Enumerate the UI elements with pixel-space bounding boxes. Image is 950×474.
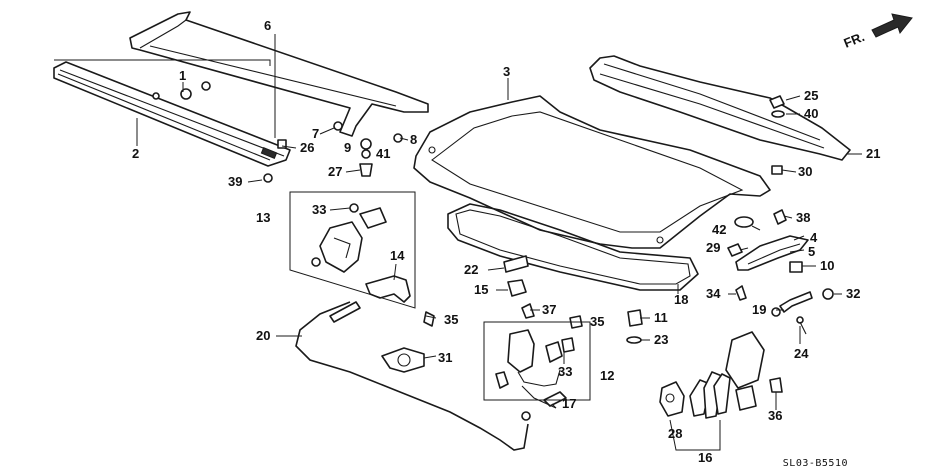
washer-40-icon [771, 110, 785, 118]
washer-23-icon [626, 336, 642, 344]
rear-spoiler [129, 11, 429, 137]
bracket-22-icon [503, 255, 529, 273]
callout-35: 35 [444, 312, 458, 327]
callout-14: 14 [390, 248, 405, 263]
callout-3: 3 [503, 64, 510, 79]
spoiler-base-strip [53, 61, 291, 167]
callout-40: 40 [804, 106, 818, 121]
rear-panel-garnish [589, 55, 851, 161]
callout-35b: 35 [590, 314, 604, 329]
callout-37: 37 [542, 302, 556, 317]
callout-24: 24 [794, 346, 809, 361]
trunk-weatherstrip [447, 203, 699, 291]
trunk-latch-assembly [311, 207, 387, 273]
callout-34: 34 [706, 286, 721, 301]
latch-bracket [365, 275, 411, 303]
diagram-code: SL03-B5510 [783, 458, 848, 469]
clip-7-icon [333, 121, 343, 131]
bracket-15-icon [507, 279, 527, 297]
clip-25-icon [769, 95, 785, 109]
callout-labels: 1 2 3 4 5 6 7 8 9 10 11 12 13 14 15 16 1… [132, 18, 880, 465]
trunk-hinge [735, 235, 809, 271]
lock-actuator-assembly [495, 329, 575, 407]
callout-1: 1 [179, 68, 186, 83]
nut-35-icon [423, 311, 435, 327]
bolt-36-icon [769, 377, 783, 393]
callout-19: 19 [752, 302, 766, 317]
callout-5: 5 [808, 244, 815, 259]
callout-20: 20 [256, 328, 270, 343]
callout-31: 31 [438, 350, 452, 365]
callout-41: 41 [376, 146, 390, 161]
callout-12: 12 [600, 368, 614, 383]
callout-15: 15 [474, 282, 488, 297]
clip-26-icon [277, 139, 287, 149]
callout-2: 2 [132, 146, 139, 161]
callout-39: 39 [228, 174, 242, 189]
clip-29-icon [727, 243, 743, 257]
spoiler-nut-icon [152, 81, 211, 100]
trunk-lid [413, 95, 771, 249]
callout-33: 33 [312, 202, 326, 217]
callout-33b: 33 [558, 364, 572, 379]
callout-27: 27 [328, 164, 342, 179]
callout-28: 28 [668, 426, 682, 441]
callout-7: 7 [312, 126, 319, 141]
cable-clip [381, 347, 425, 373]
bolt-33-icon [349, 203, 359, 213]
bumper-stop-10-icon [789, 261, 803, 273]
callout-4: 4 [810, 230, 818, 245]
trunk-release-cable [295, 301, 531, 451]
callout-10: 10 [820, 258, 834, 273]
callout-38: 38 [796, 210, 810, 225]
callout-8: 8 [410, 132, 417, 147]
bolt-27-icon [359, 163, 373, 177]
fastener-group [263, 95, 834, 393]
callout-29: 29 [706, 240, 720, 255]
washer-41-icon [361, 149, 371, 159]
callout-6: 6 [264, 18, 271, 33]
callout-9: 9 [344, 140, 351, 155]
grommet-32-icon [822, 288, 834, 300]
bumper-11-icon [627, 309, 643, 327]
bolt-38-icon [773, 209, 787, 225]
callout-25: 25 [804, 88, 818, 103]
callout-21: 21 [866, 146, 880, 161]
callout-13: 13 [256, 210, 270, 225]
key-cylinder-set [659, 331, 765, 419]
callout-22: 22 [464, 262, 478, 277]
nut-9-icon [360, 138, 372, 150]
callout-30: 30 [798, 164, 812, 179]
callout-16: 16 [698, 450, 712, 465]
mounting-pad-icon [260, 146, 278, 160]
callout-11: 11 [654, 310, 668, 325]
bolt-39-icon [263, 173, 273, 183]
callout-36: 36 [768, 408, 782, 423]
callout-32: 32 [846, 286, 860, 301]
direction-label: FR. [842, 29, 867, 51]
callout-26: 26 [300, 140, 314, 155]
callout-42: 42 [712, 222, 726, 237]
callout-18: 18 [674, 292, 688, 307]
callout-23: 23 [654, 332, 668, 347]
callout-17: 17 [562, 396, 576, 411]
trunk-gas-strut [771, 291, 813, 317]
bumper-30-icon [771, 165, 783, 175]
front-arrow-icon [871, 13, 913, 38]
lock-rod [521, 385, 557, 409]
clip-37-icon [521, 303, 535, 319]
grommet-42-icon [734, 216, 754, 228]
bolt-34-icon [735, 285, 747, 301]
leader-lines [54, 34, 862, 451]
front-direction-indicator: FR. [842, 13, 913, 51]
